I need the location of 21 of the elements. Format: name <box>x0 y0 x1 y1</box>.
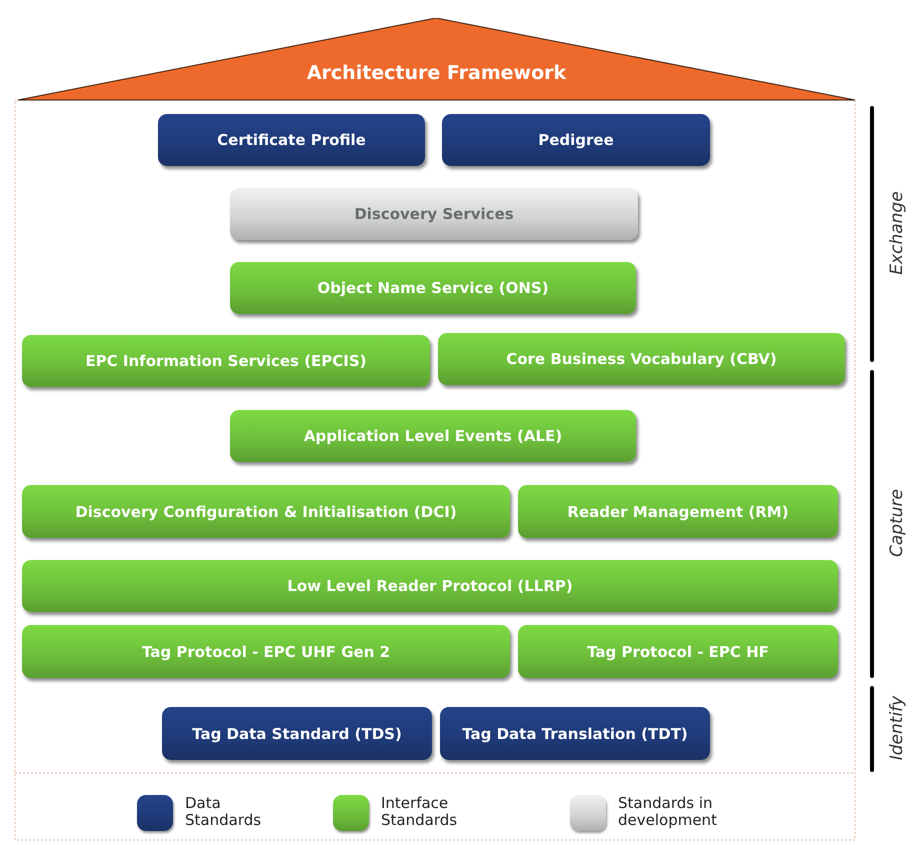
standard-box: Low Level Reader Protocol (LLRP) <box>22 560 838 612</box>
standard-box: Discovery Services <box>230 188 638 240</box>
standard-box: Certificate Profile <box>158 114 425 166</box>
layer-label: Exchange <box>887 190 907 277</box>
standard-box: EPC Information Services (EPCIS) <box>22 335 430 387</box>
standard-box: Tag Protocol - EPC HF <box>518 625 838 678</box>
standard-box: Tag Data Translation (TDT) <box>440 707 710 760</box>
standard-box: Discovery Configuration & Initialisation (DCI) <box>22 485 510 538</box>
legend-label: Standards in development <box>618 795 718 828</box>
standard-box: Tag Protocol - EPC UHF Gen 2 <box>22 625 510 678</box>
layer-label: Identify <box>887 694 907 762</box>
legend-label: Data Standards <box>185 795 262 828</box>
standard-box: Pedigree <box>442 114 710 166</box>
standard-box: Object Name Service (ONS) <box>230 262 636 314</box>
standard-box: Core Business Vocabulary (CBV) <box>438 333 845 385</box>
standard-box: Application Level Events (ALE) <box>230 410 636 462</box>
roof-title: Architecture Framework <box>306 62 566 84</box>
standard-box: Tag Data Standard (TDS) <box>162 707 432 760</box>
standard-box: Reader Management (RM) <box>518 485 838 538</box>
legend-label: Interface Standards <box>381 795 458 828</box>
layer-label: Capture <box>887 488 907 559</box>
